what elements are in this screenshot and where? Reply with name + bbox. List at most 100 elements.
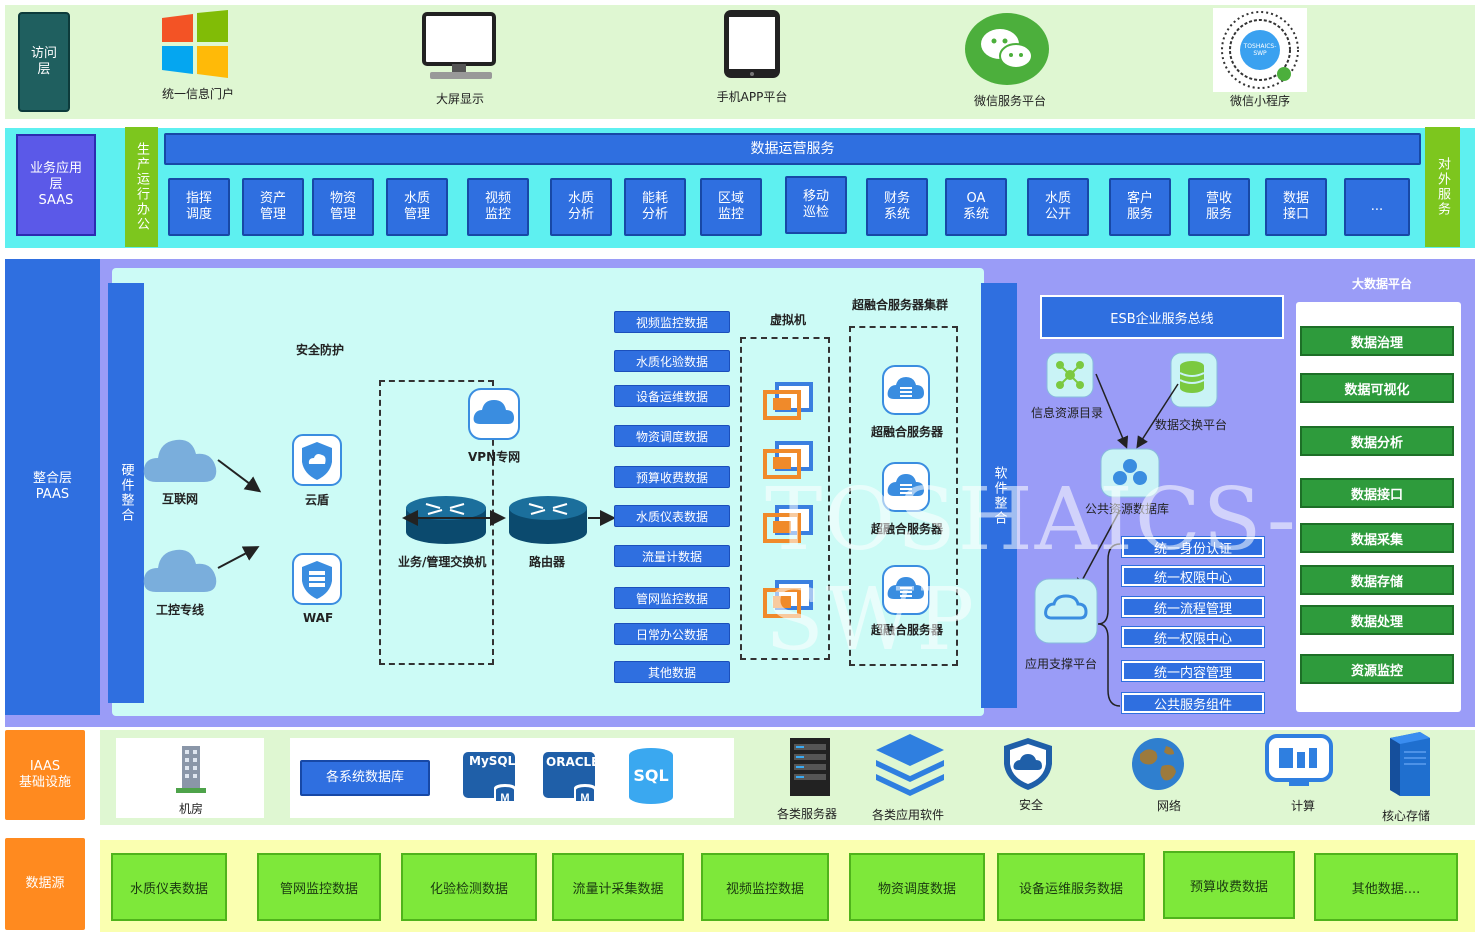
bigdata-item: 数据采集 <box>1300 523 1454 553</box>
saas-module: 营收 服务 <box>1188 178 1250 236</box>
cloud-shield-icon <box>292 434 342 486</box>
info-catalog-icon <box>1046 352 1094 398</box>
unified-service-item: 统一身份认证 <box>1121 536 1265 558</box>
saas-module: ... <box>1344 178 1410 236</box>
iaas-item-network: 网络 <box>1157 799 1182 813</box>
iaas-item-compute: 计算 <box>1291 799 1316 813</box>
bigdata-item: 数据接口 <box>1300 478 1454 508</box>
software-integration-label: 软件整合 <box>981 283 1017 708</box>
app-support-icon <box>1034 578 1098 644</box>
iaas-item-security: 安全 <box>1019 798 1044 812</box>
app-software-icon <box>874 732 946 796</box>
vm-icon <box>763 382 815 420</box>
saas-left-side-label: 生产运行办公 <box>125 127 158 247</box>
paas-data-item: 视频监控数据 <box>614 311 730 333</box>
unified-service-item: 统一流程管理 <box>1121 596 1265 618</box>
switch-label: 业务/管理交换机 <box>398 555 487 569</box>
vm-icon <box>763 441 815 479</box>
internet-label: 互联网 <box>162 492 199 506</box>
iaas-item-storage: 核心存储 <box>1382 809 1431 823</box>
switch-router-arrows <box>402 510 616 526</box>
cluster-title: 超融合服务器集群 <box>852 298 949 312</box>
cluster-dashed-box <box>849 326 958 666</box>
saas-module: 指挥 调度 <box>168 178 230 236</box>
oracle-icon: M ORACLE <box>541 750 599 806</box>
saas-module: 数据 接口 <box>1265 178 1327 236</box>
security-shield-icon <box>1000 736 1056 792</box>
source-layer-label: 数据源 <box>5 838 85 930</box>
paas-data-item: 水质化验数据 <box>614 350 730 372</box>
waf-icon <box>292 553 342 605</box>
paas-data-item: 其他数据 <box>614 661 730 683</box>
router-icon <box>507 492 589 546</box>
saas-module: 财务 系统 <box>866 178 928 236</box>
sql-text: SQL <box>633 766 669 785</box>
data-source-item: 预算收费数据 <box>1163 851 1295 919</box>
app-support-label: 应用支撑平台 <box>1025 657 1098 671</box>
paas-data-item: 管网监控数据 <box>614 587 730 609</box>
exchange-label: 数据交换平台 <box>1155 418 1228 432</box>
compute-icon <box>1265 734 1333 790</box>
saas-module: 视频 监控 <box>467 178 529 236</box>
building-icon <box>176 742 206 794</box>
esb-bar: ESB企业服务总线 <box>1040 295 1284 339</box>
esb-arrows <box>1076 373 1179 591</box>
saas-module: 能耗 分析 <box>624 178 686 236</box>
hyperconverged-server-icon <box>882 565 930 615</box>
vpn-label: VPN专网 <box>468 450 521 464</box>
saas-module: 资产 管理 <box>242 178 304 236</box>
data-source-item: 管网监控数据 <box>257 853 381 921</box>
vm-icon <box>763 505 815 543</box>
hyperconverged-server-label: 超融合服务器 <box>871 623 944 637</box>
unified-service-item: 公共服务组件 <box>1121 692 1265 714</box>
access-item-portal: 统一信息门户 <box>161 87 234 101</box>
access-item-app: 手机APP平台 <box>716 90 788 104</box>
saas-module: 物资 管理 <box>312 178 374 236</box>
data-source-item: 其他数据.... <box>1314 853 1458 921</box>
unified-service-item: 统一内容管理 <box>1121 660 1265 682</box>
data-ops-banner: 数据运营服务 <box>164 133 1421 165</box>
access-layer-label: 访问 层 <box>18 12 70 112</box>
bigdata-item: 数据可视化 <box>1300 373 1454 403</box>
exchange-icon <box>1170 352 1218 408</box>
vm-title: 虚拟机 <box>770 313 807 327</box>
bigdata-item: 资源监控 <box>1300 654 1454 684</box>
vm-icon <box>763 580 815 618</box>
paas-data-item: 设备运维数据 <box>614 385 730 407</box>
unified-brace <box>1097 543 1121 707</box>
access-item-wechat: 微信服务平台 <box>973 94 1046 108</box>
sql-icon: SQL <box>626 746 676 806</box>
saas-module: 水质 分析 <box>550 178 612 236</box>
public-db-icon <box>1100 448 1160 498</box>
qr-code-icon: TOSHAICS-SWP <box>1213 8 1307 92</box>
data-source-item: 水质仪表数据 <box>111 853 227 921</box>
data-source-item: 设备运维服务数据 <box>997 853 1145 921</box>
vm-dashed-box <box>740 337 830 660</box>
paas-data-item: 日常办公数据 <box>614 623 730 645</box>
industrial-cloud-icon <box>142 542 220 594</box>
cloud-shield-label: 云盾 <box>305 493 330 507</box>
saas-module: OA 系统 <box>945 178 1007 236</box>
unified-service-item: 统一权限中心 <box>1121 626 1265 648</box>
saas-module: 区域 监控 <box>700 178 762 236</box>
paas-data-item: 流量计数据 <box>614 545 730 567</box>
waf-label: WAF <box>303 611 334 625</box>
bigdata-item: 数据存储 <box>1300 565 1454 595</box>
industrial-line-label: 工控专线 <box>156 603 205 617</box>
data-source-item: 视频监控数据 <box>701 853 829 921</box>
info-catalog-label: 信息资源目录 <box>1031 406 1104 420</box>
internet-cloud-icon <box>142 432 220 484</box>
data-source-item: 流量计采集数据 <box>552 853 684 921</box>
hyperconverged-server-icon <box>882 462 930 512</box>
saas-module: 移动 巡检 <box>785 176 847 234</box>
svg-text:M: M <box>500 792 509 804</box>
iaas-item-software: 各类应用软件 <box>872 808 945 822</box>
bigdata-item: 数据治理 <box>1300 326 1454 356</box>
saas-module: 水质 公开 <box>1027 178 1089 236</box>
db-group-title: 各系统数据库 <box>300 760 430 796</box>
paas-data-item: 水质仪表数据 <box>614 505 730 527</box>
cloud-arrows <box>217 459 262 569</box>
qr-code-text: TOSHAICS-SWP <box>1243 43 1277 57</box>
svg-text:M: M <box>580 792 589 804</box>
paas-layer-label: 整合层 PAAS <box>5 259 100 715</box>
